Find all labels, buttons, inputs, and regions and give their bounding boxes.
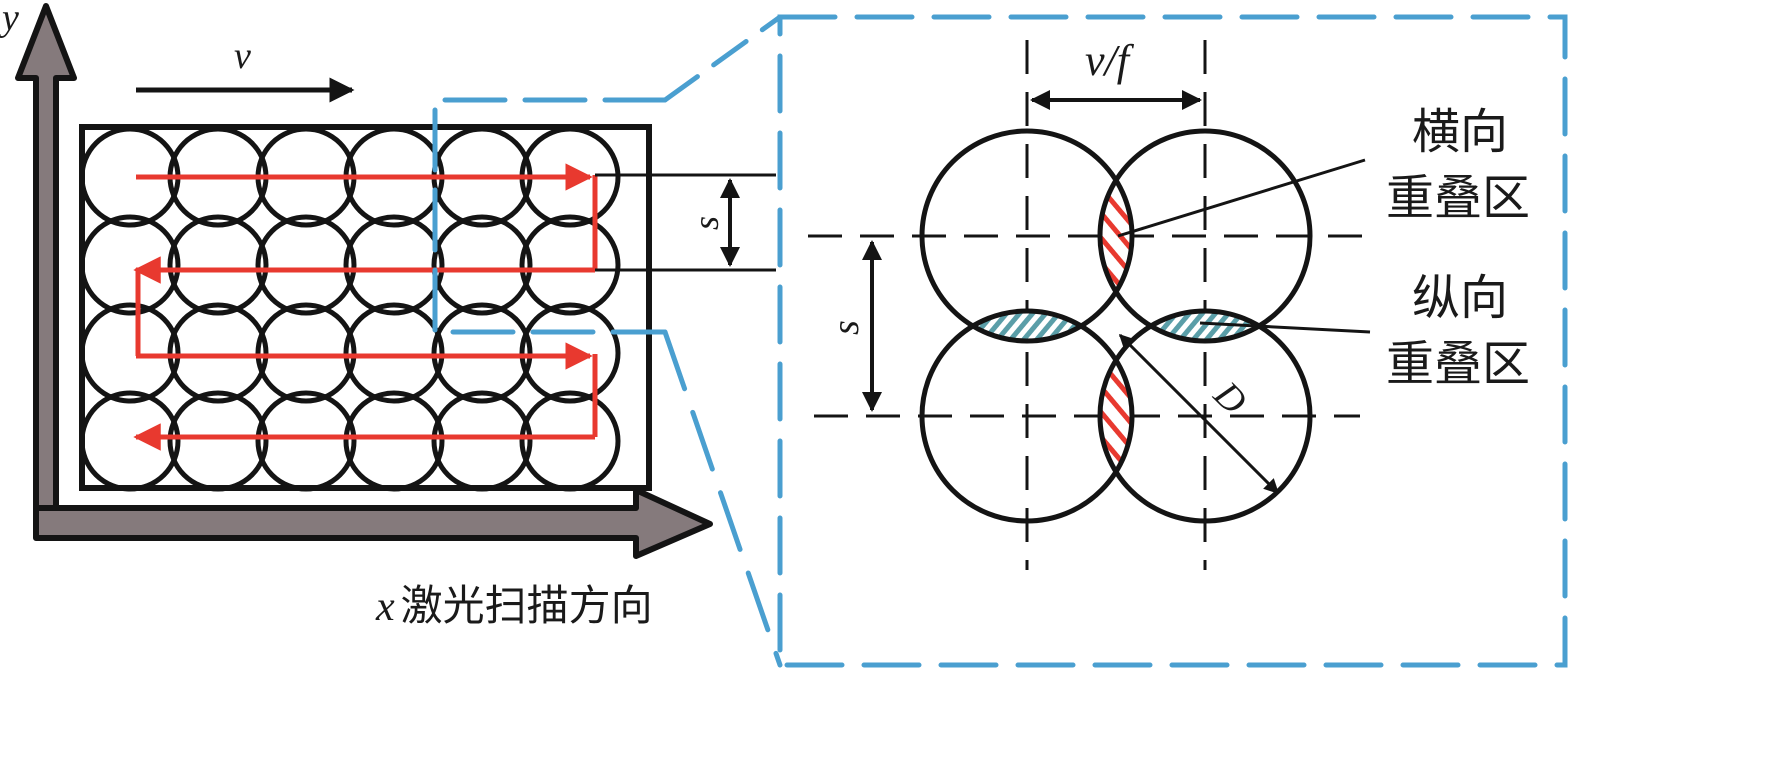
left-spacing-label: s (686, 216, 726, 230)
laser-spot-circle (519, 214, 621, 316)
transverse-overlap-label-line2: 重叠区 (1386, 170, 1530, 226)
laser-spot-circle (79, 302, 181, 404)
scan-path (133, 163, 598, 451)
longitudinal-overlap-label-line2: 重叠区 (1386, 336, 1530, 392)
longitudinal-overlap-label-line1: 纵向 (1412, 270, 1508, 326)
x-axis-arrow (33, 487, 713, 559)
y-axis-label: y (0, 0, 19, 39)
laser-spot-circle (343, 214, 445, 316)
zoom-connector-bottom (662, 329, 783, 668)
longitudinal-leader-line (1199, 321, 1371, 334)
y-axis-arrow (15, 3, 77, 531)
scan-direction-caption: 激光扫描方向 (401, 581, 653, 630)
laser-spot-circle (255, 214, 357, 316)
pulse-spacing-label: v/f (1085, 36, 1135, 85)
zoom-frames (432, 14, 1568, 668)
laser-spot-circle (431, 214, 533, 316)
right-panel: v/f s D 横向 重叠区 纵向 重叠区 (808, 36, 1530, 570)
velocity-label: v (234, 35, 251, 77)
zoom-detail-frame (777, 14, 1568, 668)
laser-spot-circle (255, 390, 357, 492)
transverse-overlap-label-line1: 横向 (1412, 104, 1508, 160)
workpiece-frame (79, 124, 652, 491)
right-spacing-label: s (825, 320, 867, 335)
laser-spot-circle (167, 302, 269, 404)
spot-circle-top-left (919, 128, 1135, 344)
laser-spot-circle (255, 302, 357, 404)
zoom-source-frame (432, 97, 668, 335)
zoom-connector-top (662, 14, 783, 103)
laser-spot-circle (519, 390, 621, 492)
laser-spot-circle (343, 390, 445, 492)
laser-spot-circle (167, 214, 269, 316)
laser-spot-circle (167, 390, 269, 492)
laser-spot-circle (79, 214, 181, 316)
laser-spot-circle (519, 302, 621, 404)
laser-spot-circle (431, 302, 533, 404)
laser-spot-circle (79, 390, 181, 492)
laser-spot-circle (343, 302, 445, 404)
left-spacing-dimension: s (595, 173, 776, 272)
transverse-leader-line (1117, 158, 1366, 238)
laser-spot-circle (431, 390, 533, 492)
spot-circle-bottom-right (1097, 308, 1313, 524)
diameter-arrow (1118, 333, 1280, 495)
